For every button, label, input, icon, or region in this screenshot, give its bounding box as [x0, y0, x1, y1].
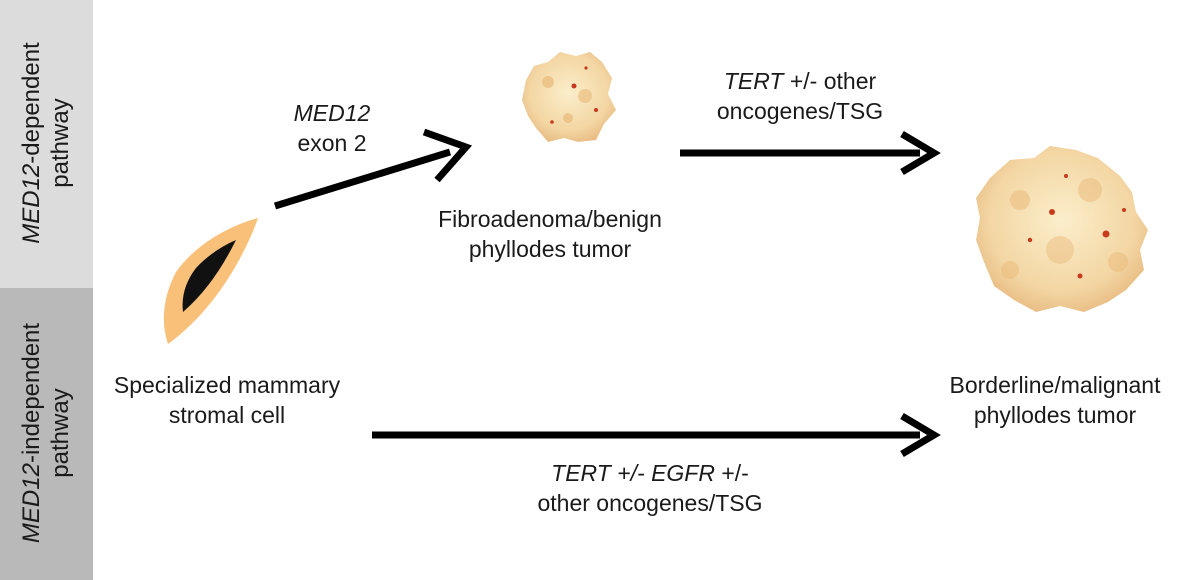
arrow-cell-to-benign — [273, 128, 473, 210]
benign-tumor-icon — [522, 52, 616, 142]
bottom-edge-label: TERT +/- EGFR +/-other oncogenes/TSG — [537, 460, 763, 516]
arrow-benign-to-malignant — [680, 130, 941, 176]
arrow-cell-to-malignant — [372, 412, 941, 458]
malignant-tumor-icon — [976, 146, 1148, 312]
stromal-cell-icon — [163, 218, 258, 344]
